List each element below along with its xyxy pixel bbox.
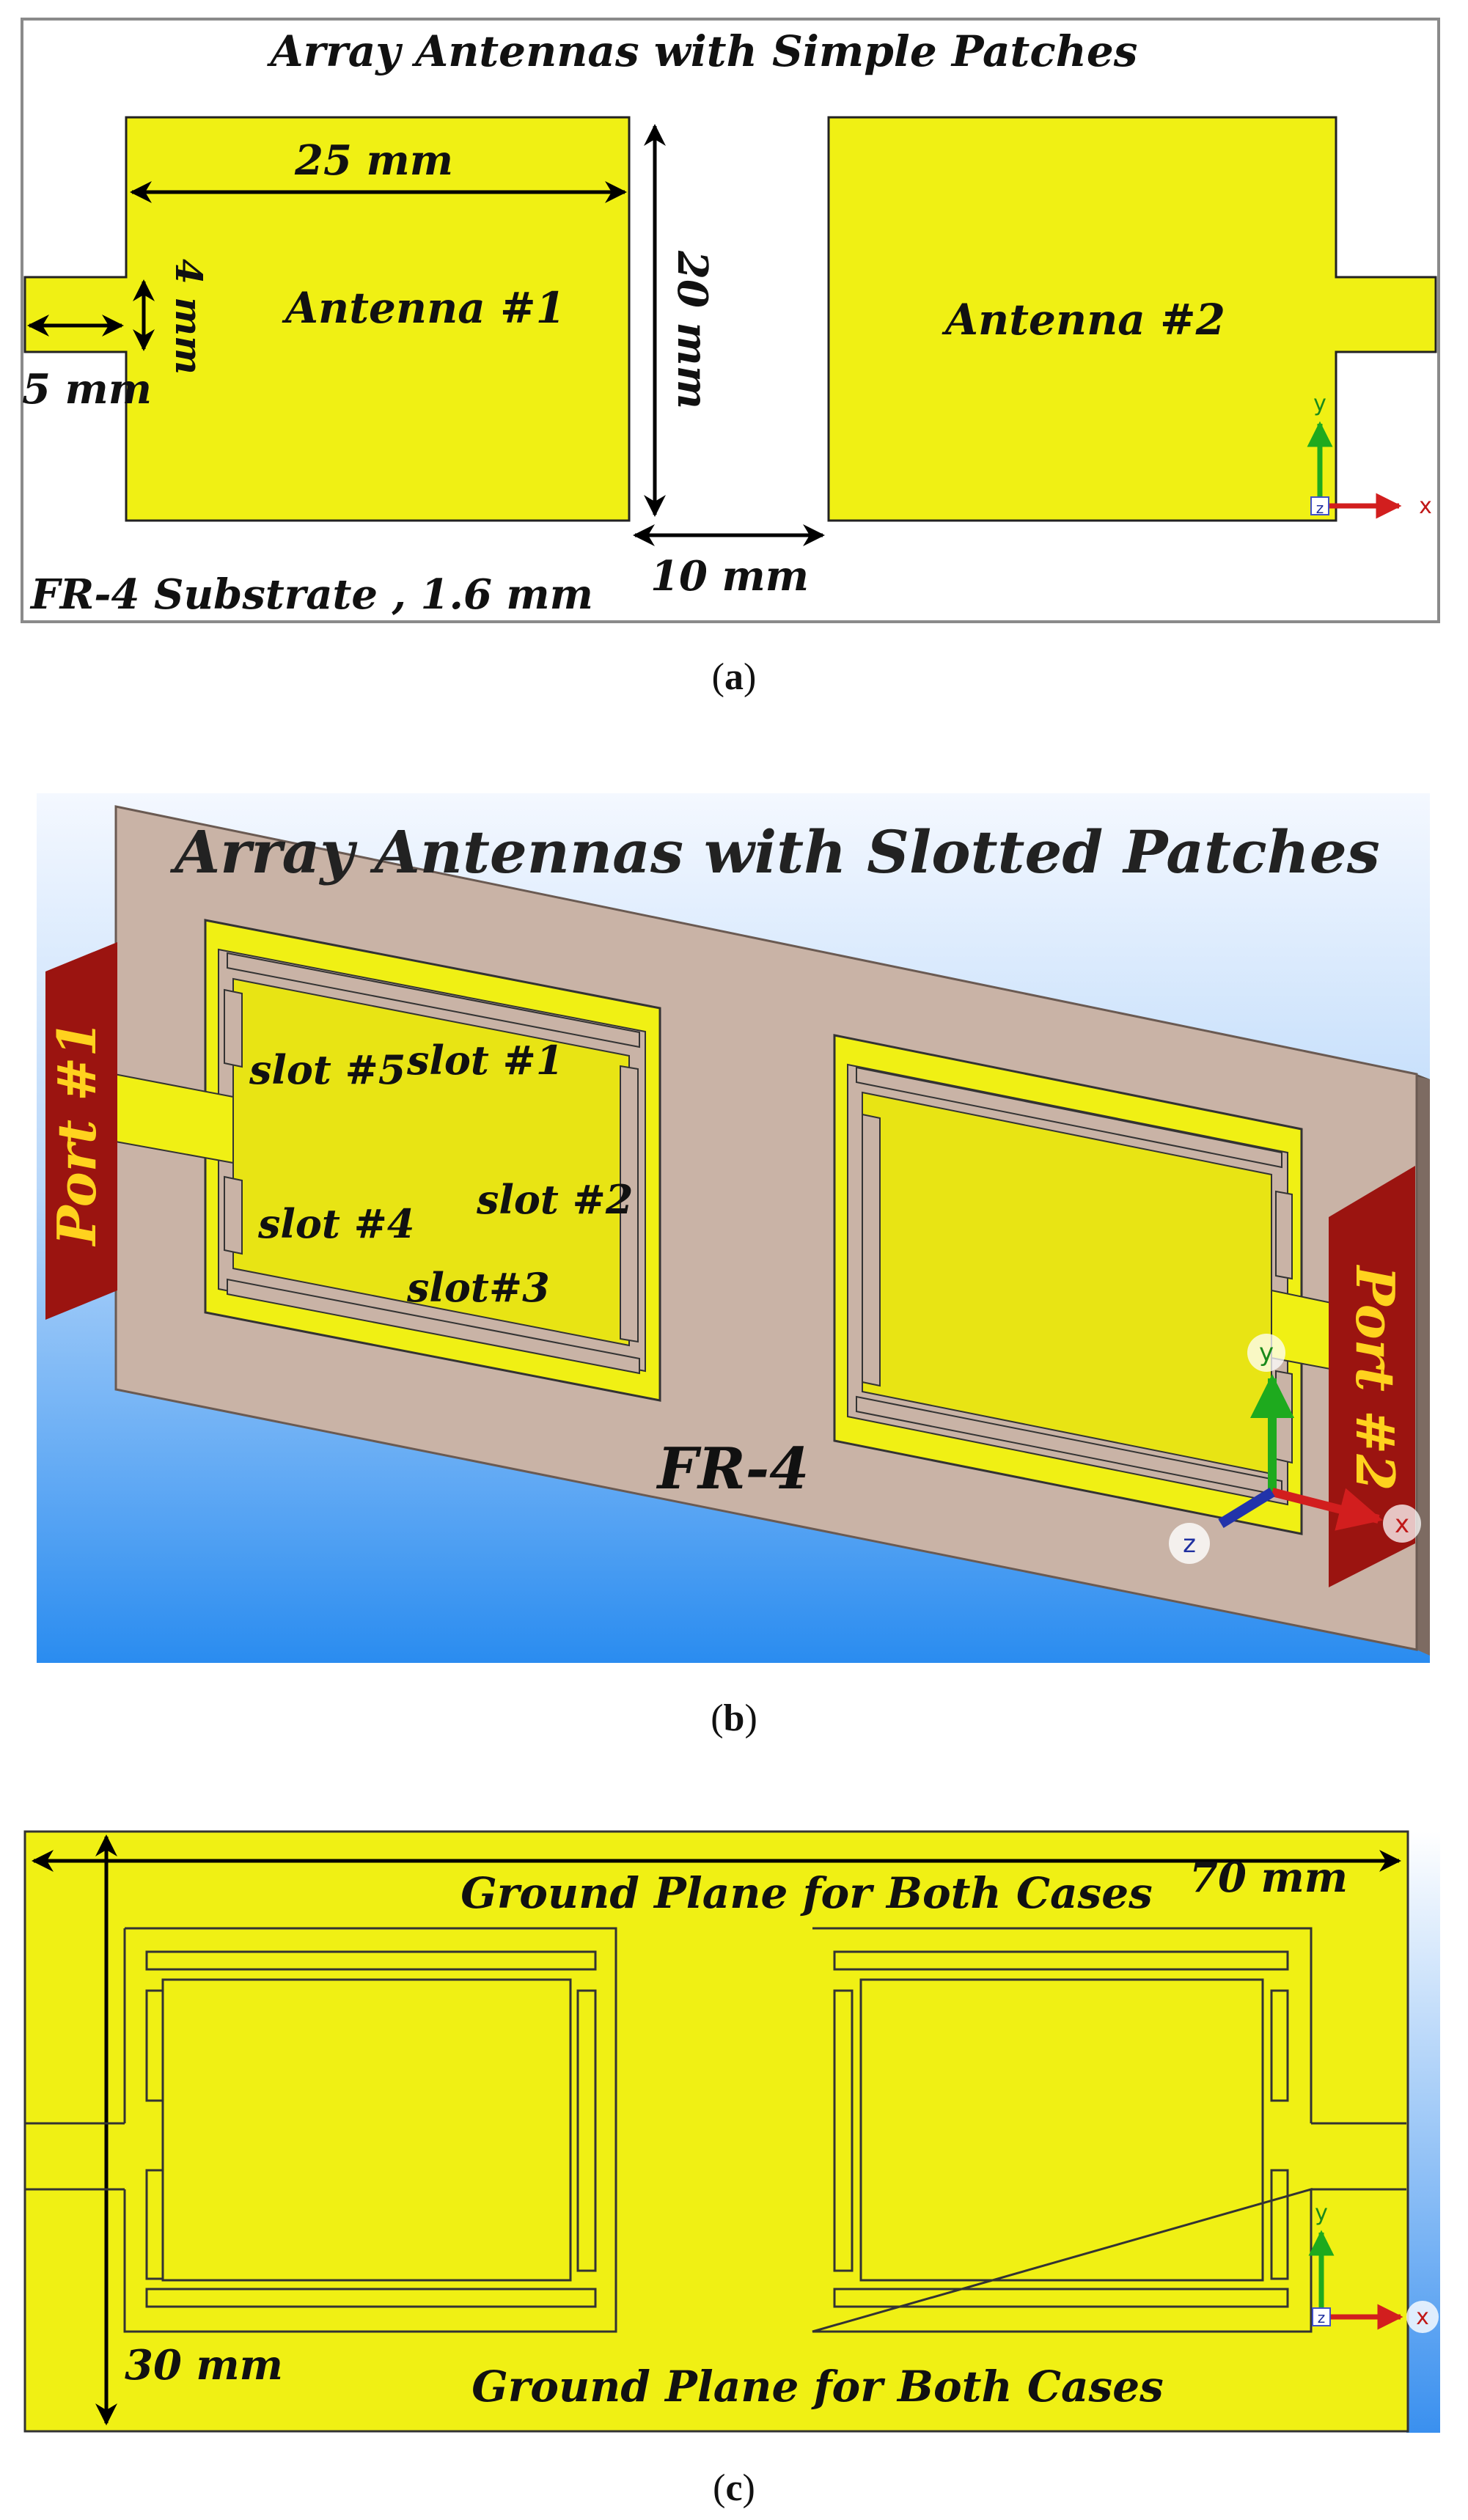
antenna-1-label: Antenna #1 bbox=[282, 283, 565, 333]
z-axis-label: z bbox=[1316, 499, 1324, 517]
dim-height-label: 20 mm bbox=[668, 250, 716, 409]
dim-gap-label: 10 mm bbox=[650, 552, 809, 600]
ground-antenna-1-slot-top bbox=[145, 1950, 597, 1971]
port-2-block bbox=[1329, 1166, 1415, 1587]
antenna-2-slot-top bbox=[856, 1066, 1282, 1169]
slot-4-label: slot #4 bbox=[257, 1200, 415, 1247]
antenna-2-slot-right-bottom bbox=[1275, 1370, 1293, 1464]
z-axis-arrow-b bbox=[1218, 1488, 1275, 1528]
substrate-label: FR-4 Substrate , 1.6 mm bbox=[29, 570, 593, 619]
z-axis-label-c: z bbox=[1318, 2309, 1326, 2326]
x-axis-badge-c bbox=[1406, 2301, 1439, 2333]
panel-c: Ground Plane for Both Cases 70 mm Ground… bbox=[23, 1830, 1440, 2509]
y-axis-label-b: y bbox=[1259, 1338, 1274, 1367]
slot-1-shape bbox=[227, 952, 640, 1048]
antenna-2-slot-right-top bbox=[1275, 1190, 1293, 1280]
z-axis-marker-c bbox=[1312, 2307, 1331, 2326]
panel-c-edge bbox=[1406, 1832, 1440, 2433]
port-1-label: Port #1 bbox=[45, 1021, 108, 1247]
ground-antenna-2-slot-right-bottom bbox=[1270, 2169, 1289, 2280]
slot-2-label: slot #2 bbox=[476, 1176, 634, 1223]
slot-4-shape bbox=[224, 1175, 243, 1255]
z-axis-badge bbox=[1169, 1523, 1210, 1564]
ground-antenna-1-slot-right bbox=[576, 1989, 597, 2272]
ground-antenna-2-slot-bottom bbox=[833, 2288, 1289, 2308]
antenna-1-inner-patch bbox=[232, 977, 630, 1347]
dim-feed-width-label: 4 mm bbox=[167, 259, 210, 375]
panel-a: Array Antennas with Simple Patches 25 mm… bbox=[21, 18, 1440, 698]
x-axis-badge bbox=[1383, 1505, 1421, 1543]
ground-antenna-1-outer bbox=[123, 1927, 617, 2333]
z-axis-label-b: z bbox=[1183, 1529, 1196, 1559]
x-axis-label: x bbox=[1419, 493, 1432, 519]
caption-a: (a) bbox=[712, 656, 757, 698]
x-axis-label-c: x bbox=[1416, 2304, 1429, 2330]
board-side-edge bbox=[1417, 1074, 1430, 1656]
panel-b-title: Array Antennas with Slotted Patches bbox=[169, 818, 1380, 886]
slot-2-shape bbox=[620, 1065, 639, 1343]
caption-b: (b) bbox=[711, 1697, 757, 1739]
panel-c-title-top: Ground Plane for Both Cases bbox=[460, 1868, 1153, 1918]
ground-antenna-2-slot-top bbox=[833, 1950, 1289, 1971]
antenna-1-patch bbox=[23, 116, 631, 522]
ground-antenna-1-inner bbox=[161, 1978, 572, 2282]
ground-antenna-1 bbox=[123, 1927, 617, 2333]
antenna-2-patch bbox=[827, 116, 1437, 522]
ground-antenna-2-slot-right-top bbox=[1270, 1989, 1289, 2102]
ground-antenna-2-outer bbox=[812, 1927, 1313, 2333]
port-1-block bbox=[45, 942, 117, 1320]
ground-antenna-2 bbox=[812, 1927, 1313, 2333]
panel-a-title: Array Antennas with Simple Patches bbox=[267, 26, 1138, 76]
axis-triad-a: z y x bbox=[1307, 391, 1432, 519]
ground-antenna-1-slot-bottom bbox=[145, 2288, 597, 2308]
panel-c-title-bottom: Ground Plane for Both Cases bbox=[471, 2362, 1164, 2411]
antenna-2-label: Antenna #2 bbox=[942, 295, 1225, 345]
slot-5-shape bbox=[224, 988, 243, 1068]
panel-b: Array Antennas with Slotted Patches Port… bbox=[37, 793, 1430, 1739]
dim-feed-length-label: 5 mm bbox=[22, 365, 152, 414]
caption-c: (c) bbox=[713, 2467, 755, 2509]
axis-triad-b: y x z bbox=[1169, 1334, 1421, 1564]
slot-5-label: slot #5 bbox=[249, 1046, 406, 1093]
axis-triad-c: z y x bbox=[1308, 2200, 1439, 2333]
slot-3-shape bbox=[227, 1278, 640, 1375]
dim-width-label: 25 mm bbox=[294, 136, 453, 185]
port-2-label: Port #2 bbox=[1344, 1265, 1406, 1491]
ground-antenna-2-slot-left bbox=[833, 1989, 854, 2272]
dim-height-label-c: 30 mm bbox=[125, 2341, 283, 2389]
antenna-2-slot-left bbox=[862, 1113, 881, 1387]
x-axis-arrow-b bbox=[1271, 1488, 1383, 1531]
y-axis-label: y bbox=[1313, 391, 1326, 416]
slot-1-label: slot #1 bbox=[406, 1037, 564, 1084]
fr4-label: FR-4 bbox=[656, 1436, 810, 1502]
z-axis-marker bbox=[1310, 496, 1329, 515]
x-axis-label-b: x bbox=[1395, 1510, 1409, 1539]
dim-length-label: 70 mm bbox=[1189, 1854, 1348, 1902]
ground-antenna-2-inner bbox=[859, 1978, 1264, 2282]
y-axis-badge bbox=[1247, 1334, 1285, 1372]
slot-3-label: slot#3 bbox=[406, 1264, 550, 1311]
y-axis-label-c: y bbox=[1315, 2200, 1328, 2226]
